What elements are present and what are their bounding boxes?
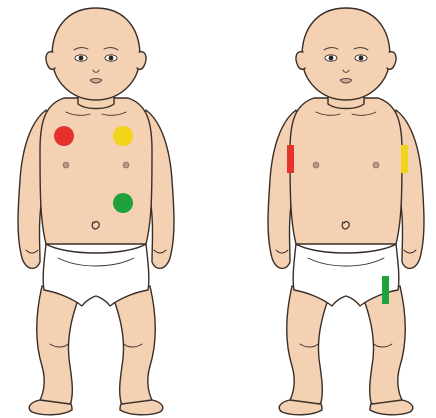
marker-red-right-chest [54,126,74,146]
marker-yellow-left-chest [113,126,133,146]
marker-green-abdomen [113,193,133,213]
marker-green-left-thigh [382,276,389,304]
marker-red-right-arm [287,145,294,173]
marker-yellow-left-arm [401,145,408,173]
infant-figure-left [18,8,174,415]
infant-figure-right [268,8,424,415]
